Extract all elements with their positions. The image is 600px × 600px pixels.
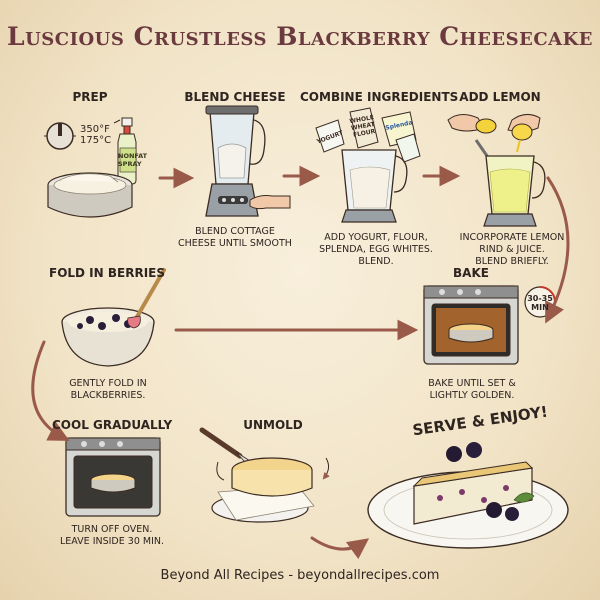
footer-credit: Beyond All Recipes - beyondallrecipes.co… (160, 568, 440, 583)
caption-cool-line2: LEAVE INSIDE 30 MIN. (59, 536, 165, 547)
spray-label-line1: NONFAT (118, 152, 148, 160)
blender-icon (205, 105, 266, 217)
step-label-combine: COMBINE INGREDIENTS (300, 90, 459, 104)
caption-lemon-line2: RIND & JUICE. (479, 244, 545, 255)
caption-cool-line1: TURN OFF OVEN. (71, 524, 153, 535)
flour-bag-icon (349, 107, 379, 149)
step-label-cool: COOL GRADUALLY (52, 418, 173, 432)
oven-bake-icon (423, 285, 519, 365)
spray-bottle-icon (113, 117, 137, 185)
temp-fahrenheit: 350°F (80, 124, 110, 135)
oven-cool-icon (65, 437, 161, 517)
oven-dial-icon (44, 122, 76, 150)
spatula-icon (127, 268, 166, 329)
blender-jar-icon (341, 149, 408, 223)
step-label-unmold: UNMOLD (243, 418, 303, 432)
temp-celsius: 175°C (80, 135, 112, 146)
caption-bake-line2: LIGHTLY GOLDEN. (429, 390, 515, 401)
caption-cool: TURN OFF OVEN. LEAVE INSIDE 30 MIN. (42, 524, 182, 548)
caption-bake: BAKE UNTIL SET & LIGHTLY GOLDEN. (414, 378, 530, 402)
caption-fold-line2: BLACKBERRIES. (70, 390, 146, 401)
caption-blend-line1: BLEND COTTAGE (195, 226, 275, 237)
arrow-fold-to-cool (31, 340, 70, 441)
step-label-prep: PREP (72, 90, 108, 104)
caption-fold: GENTLY FOLD IN BLACKBERRIES. (52, 378, 164, 402)
caption-combine-line2: SPLENDA, EGG WHITES. (319, 244, 433, 255)
oven-temperature: 350°F 175°C (80, 124, 111, 146)
step-label-blend-cheese: BLEND CHEESE (184, 90, 286, 104)
recipe-title: Luscious Crustless Blackberry Cheesecake (6, 22, 594, 51)
caption-bake-line1: BAKE UNTIL SET & (428, 378, 516, 389)
step-label-add-lemon: ADD LEMON (459, 90, 541, 104)
caption-lemon-line1: INCORPORATE LEMON (459, 232, 565, 243)
bake-timer: 30-35 MIN (526, 294, 554, 312)
step-label-fold: FOLD IN BERRIES (49, 266, 165, 280)
caption-blend-line2: CHEESE UNTIL SMOOTH (178, 238, 292, 249)
caption-combine: ADD YOGURT, FLOUR, SPLENDA, EGG WHITES. … (306, 232, 446, 268)
step-label-bake: BAKE (453, 266, 489, 280)
timer-line1: 30-35 (527, 294, 553, 303)
caption-combine-line1: ADD YOGURT, FLOUR, (324, 232, 428, 243)
flow-arrows (31, 165, 570, 560)
caption-fold-line1: GENTLY FOLD IN (69, 378, 147, 389)
egg-white-glass-icon (395, 133, 421, 163)
hand-icon (249, 195, 291, 210)
cheesecake-slice-plate-icon (367, 442, 569, 549)
spray-label-line2: SPRAY (118, 160, 142, 168)
arrow-unmold-to-serve (310, 536, 370, 560)
flour-label: WHOLE WHEAT FLOUR (348, 114, 377, 139)
timer-line2: MIN (531, 303, 549, 312)
caption-blend-cheese: BLEND COTTAGE CHEESE UNTIL SMOOTH (168, 226, 302, 250)
caption-lemon-line3: BLEND BRIEFLY. (475, 256, 549, 267)
cheesecake-unmold-icon (211, 457, 330, 523)
lemon-icon (447, 114, 541, 167)
yogurt-cup-icon (315, 119, 345, 153)
caption-combine-line3: BLEND. (358, 256, 394, 267)
caption-add-lemon: INCORPORATE LEMON RIND & JUICE. BLEND BR… (442, 232, 582, 268)
arrow-lemon-to-bake (545, 176, 570, 324)
blender-lemon-icon (483, 155, 546, 227)
springform-pan-icon (47, 172, 133, 218)
spray-label: NONFAT SPRAY (118, 152, 148, 168)
